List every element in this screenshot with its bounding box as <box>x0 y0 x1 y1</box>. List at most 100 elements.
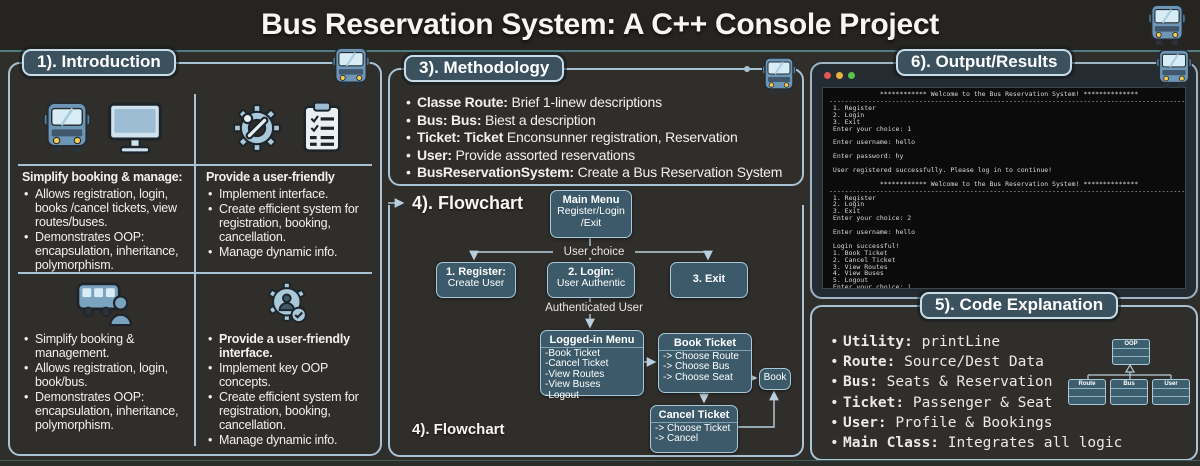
flow-menu-item: -View Routes <box>545 368 605 380</box>
uml-class: Bus <box>1110 379 1148 405</box>
bullet-item: Implement interface. <box>206 187 374 201</box>
uml-class-oop: OOP <box>1112 339 1150 365</box>
bullet-item: Implement key OOP concepts. <box>206 361 374 389</box>
bullet-list: Allows registration, login, books /cance… <box>22 187 188 272</box>
clipboard-icon <box>298 101 346 155</box>
flow-menu-item: -> Choose Seat <box>663 371 733 383</box>
tab-methodology: 3). Methodology <box>404 55 565 82</box>
console-line: Enter username: hello <box>829 228 916 237</box>
flow-node-login: 2. Login: User Authentic <box>547 262 635 298</box>
intro-horizontal-divider <box>18 164 372 166</box>
uml-class: User <box>1152 379 1190 405</box>
bullet-item: Main Class: Integrates all logic <box>828 434 1190 453</box>
bullet-item: Manage dynamic info. <box>206 433 374 447</box>
flow-menu-item: -View Buses <box>545 379 601 391</box>
cell-heading: Simplify booking & manage: <box>22 170 183 184</box>
bullet-list: Provide a user-friendly interface.Implem… <box>206 332 374 447</box>
uml-connectors <box>1087 363 1172 379</box>
console-line: ************ Welcome to the Bus Reservat… <box>829 179 1139 188</box>
flow-menu-item: -> Choose Bus <box>663 361 730 373</box>
panel-flowchart: 4). Flowchart 4). Flowchart Main Menu Re… <box>388 190 804 457</box>
bullet-item: Demonstrates OOP: encapsulation, inherit… <box>22 230 188 272</box>
bullet-item: Create efficient system for registration… <box>206 202 374 244</box>
bullet-item: Allows registration, login, books /cance… <box>22 187 188 229</box>
flowchart-heading: 4). Flowchart <box>412 421 505 438</box>
maximize-light <box>848 72 855 79</box>
console-line: Enter password: hy <box>829 152 904 161</box>
bullet-list: Simplify booking & management.Allows reg… <box>22 332 188 432</box>
console-line: 4. View Buses <box>829 269 884 278</box>
bus-person-icon <box>72 278 134 328</box>
tab-code-explanation: 5). Code Explanation <box>920 292 1119 319</box>
gear-wrench-icon <box>230 101 284 155</box>
bullet-item: Simplify booking & management. <box>22 332 188 360</box>
bullet-list: Classe Route: Brief 1-linew descriptions… <box>404 94 796 182</box>
panel-methodology: 3). Methodology Classe Route: Brief 1-li… <box>388 55 804 186</box>
monitor-icon <box>106 101 164 155</box>
bullet-item: Allows registration, login, book/bus. <box>22 361 188 389</box>
console-line: Enter username: hello <box>829 138 916 147</box>
bus-icon <box>1154 48 1194 90</box>
flow-label-authenticated-user: Authenticated User <box>536 302 652 314</box>
connector-dot <box>744 66 750 72</box>
cell-heading: Provide a user-friendly <box>206 170 335 184</box>
window-traffic-lights <box>824 72 855 79</box>
header-bar: Bus Reservation System: A C++ Console Pr… <box>0 0 1200 52</box>
flow-node-register: 1. Register: Create User <box>436 262 516 298</box>
gear-person-check-icon <box>261 278 315 328</box>
console-line: ************ Welcome to the Bus Reservat… <box>829 90 1139 98</box>
flow-node-main-menu: Main Menu Register/Login /Exit <box>550 190 632 238</box>
bullet-list: Utility: printLineRoute: Source/Dest Dat… <box>828 333 1190 454</box>
console-line: Login successful! <box>829 241 900 250</box>
console-line: ----------------------------------------… <box>829 96 1186 105</box>
console-line: 5. Logout <box>829 276 869 285</box>
console-line: 2. Cancel Ticket <box>829 255 896 264</box>
bullet-item: Classe Route: Brief 1-linew descriptions <box>404 94 796 111</box>
uml-class: Route <box>1068 379 1106 405</box>
flow-node-book-ticket: Book Ticket -> Choose Route-> Choose Bus… <box>658 333 752 393</box>
console-line: 1. Book Ticket <box>829 248 888 257</box>
bullet-item: Bus: Bus: Biest a description <box>404 112 796 129</box>
bullet-list: Implement interface.Create efficient sys… <box>206 187 374 259</box>
footer-strip <box>0 460 1200 466</box>
flow-menu-item: -Logout <box>545 389 579 401</box>
intro-vertical-divider <box>194 94 196 446</box>
console-line: 3. Exit <box>829 207 861 216</box>
console-line: ----------------------------------------… <box>829 186 1186 195</box>
intro-horizontal-divider <box>18 272 372 274</box>
bullet-item: Create efficient system for registration… <box>206 390 374 432</box>
intro-bottom-left-cell: Simplify booking & management.Allows reg… <box>22 332 188 433</box>
panel-introduction: 1). Introduction Simplify booking & mana… <box>8 62 382 456</box>
console-line: 1. Register <box>829 103 876 112</box>
console-line: User registered successfully. Please log… <box>829 165 1053 174</box>
bus-front-icon <box>42 100 92 156</box>
page-title: Bus Reservation System: A C++ Console Pr… <box>261 8 939 41</box>
bullet-item: Ticket: Ticket Enconsunner registration,… <box>404 129 796 146</box>
bullet-item: Demonstrates OOP: encapsulation, inherit… <box>22 390 188 432</box>
console-line: Enter your choice: 1 <box>829 124 912 133</box>
intro-top-right-cell: Provide a user-friendly Implement interf… <box>206 170 374 260</box>
bullet-item: User: Profile & Bookings <box>828 414 1190 433</box>
console-line: 3. View Routes <box>829 262 888 271</box>
console-line: 1. Register <box>829 193 876 202</box>
bullet-item: Provide a user-friendly interface. <box>206 332 374 360</box>
bullet-item: BusReservationSystem: Create a Bus Reser… <box>404 164 796 181</box>
tab-introduction: 1). Introduction <box>22 49 176 76</box>
flowchart-heading: 4). Flowchart <box>412 193 524 213</box>
flow-menu-item: -Book Ticket <box>545 348 601 359</box>
minimize-light <box>836 72 843 79</box>
bullet-item: Manage dynamic info. <box>206 245 374 259</box>
flow-menu-item: -> Choose Ticket <box>655 423 731 434</box>
console-line: 3. Exit <box>829 117 861 126</box>
flow-node-logged-in-menu: Logged-in Menu -Book Ticket-Cancel Ticke… <box>540 330 644 401</box>
bullet-item: Route: Source/Dest Data <box>828 353 1190 372</box>
bullet-item: User: Provide assorted reservations <box>404 147 796 164</box>
intro-top-left-cell: Simplify booking & manage: Allows regist… <box>22 170 188 273</box>
close-light <box>824 72 831 79</box>
panel-code-explanation: 5). Code Explanation Utility: printLineR… <box>810 292 1198 461</box>
bus-icon <box>1146 3 1188 47</box>
bullet-item: Ticket: Passenger & Seat <box>828 394 1190 413</box>
terminal-console: ************ Welcome to the Bus Reservat… <box>822 87 1186 289</box>
bus-icon <box>330 46 372 90</box>
